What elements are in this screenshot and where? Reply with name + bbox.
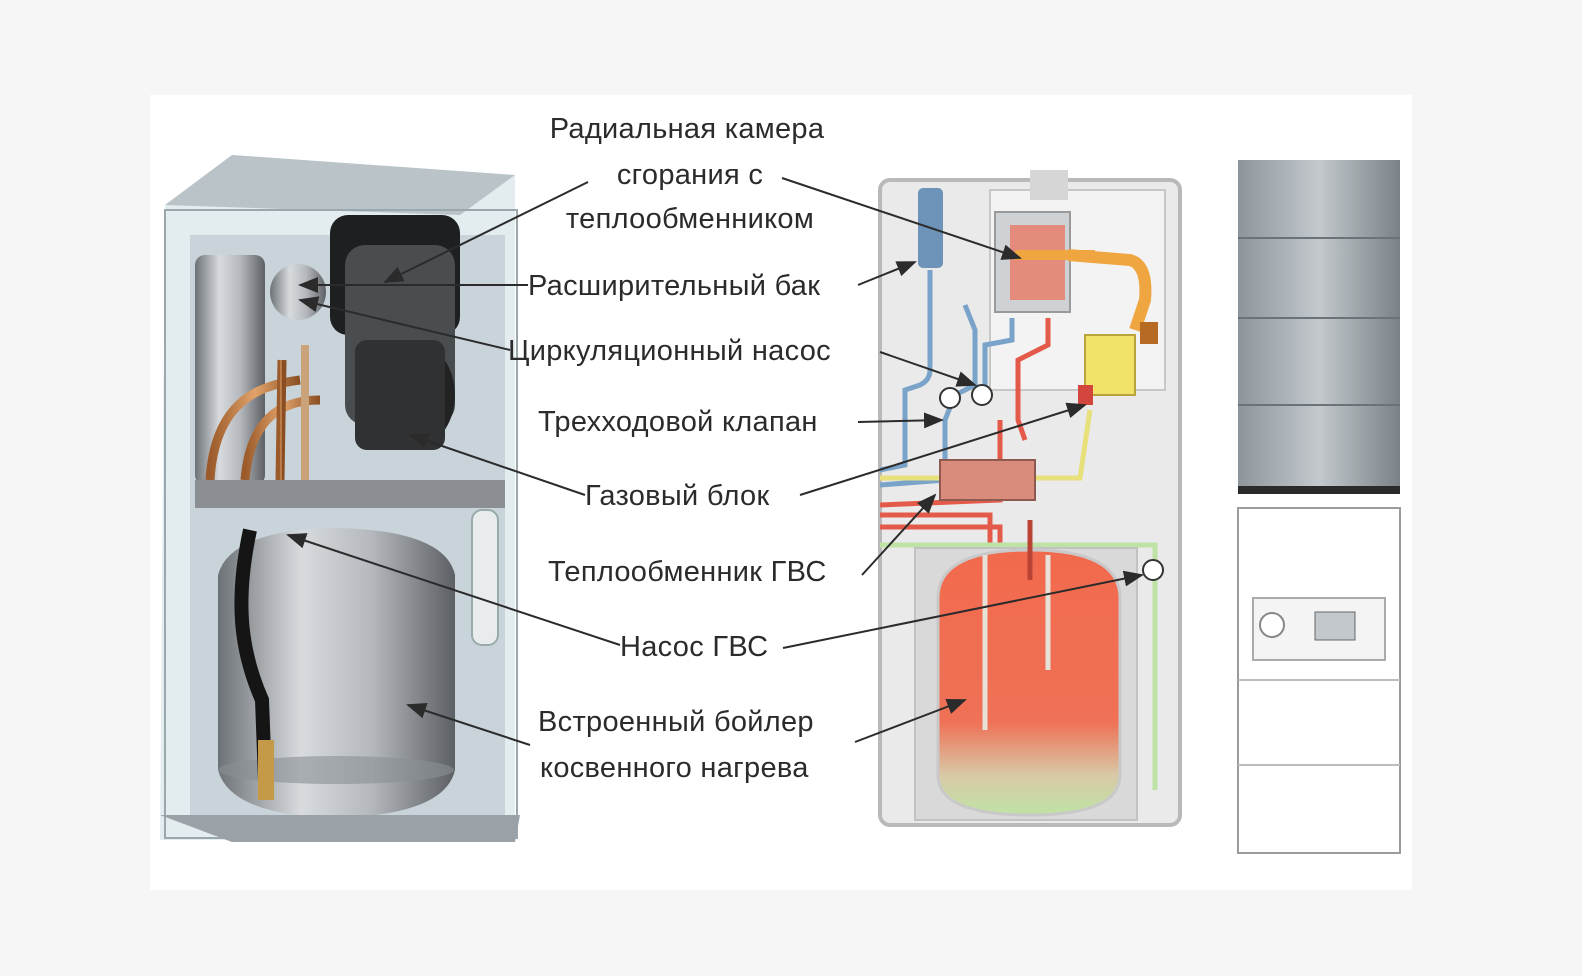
label-circulation-pump: Циркуляционный насос [508, 335, 831, 367]
cutaway-boiler-illustration [160, 155, 520, 842]
label-boiler-line2: косвенного нагрева [540, 752, 809, 784]
label-three-way-valve: Трехходовой клапан [538, 406, 818, 438]
label-combustion-chamber-line1: Радиальная камера [549, 113, 825, 145]
leader-lines [286, 177, 1144, 746]
boiler-front-view-closed [1238, 160, 1400, 494]
schematic-diagram [878, 170, 1182, 827]
label-combustion-chamber-line2: сгорания с [616, 159, 764, 191]
label-dhw-pump: Насос ГВС [620, 631, 769, 663]
label-gas-block: Газовый блок [585, 480, 770, 512]
boiler-front-view-open [1237, 507, 1401, 854]
label-dhw-heat-exchanger: Теплообменник ГВС [548, 556, 827, 588]
label-combustion-chamber-line3: теплообменником [565, 203, 815, 235]
label-boiler-line1: Встроенный бойлер [538, 706, 814, 738]
label-expansion-tank: Расширительный бак [528, 270, 821, 302]
